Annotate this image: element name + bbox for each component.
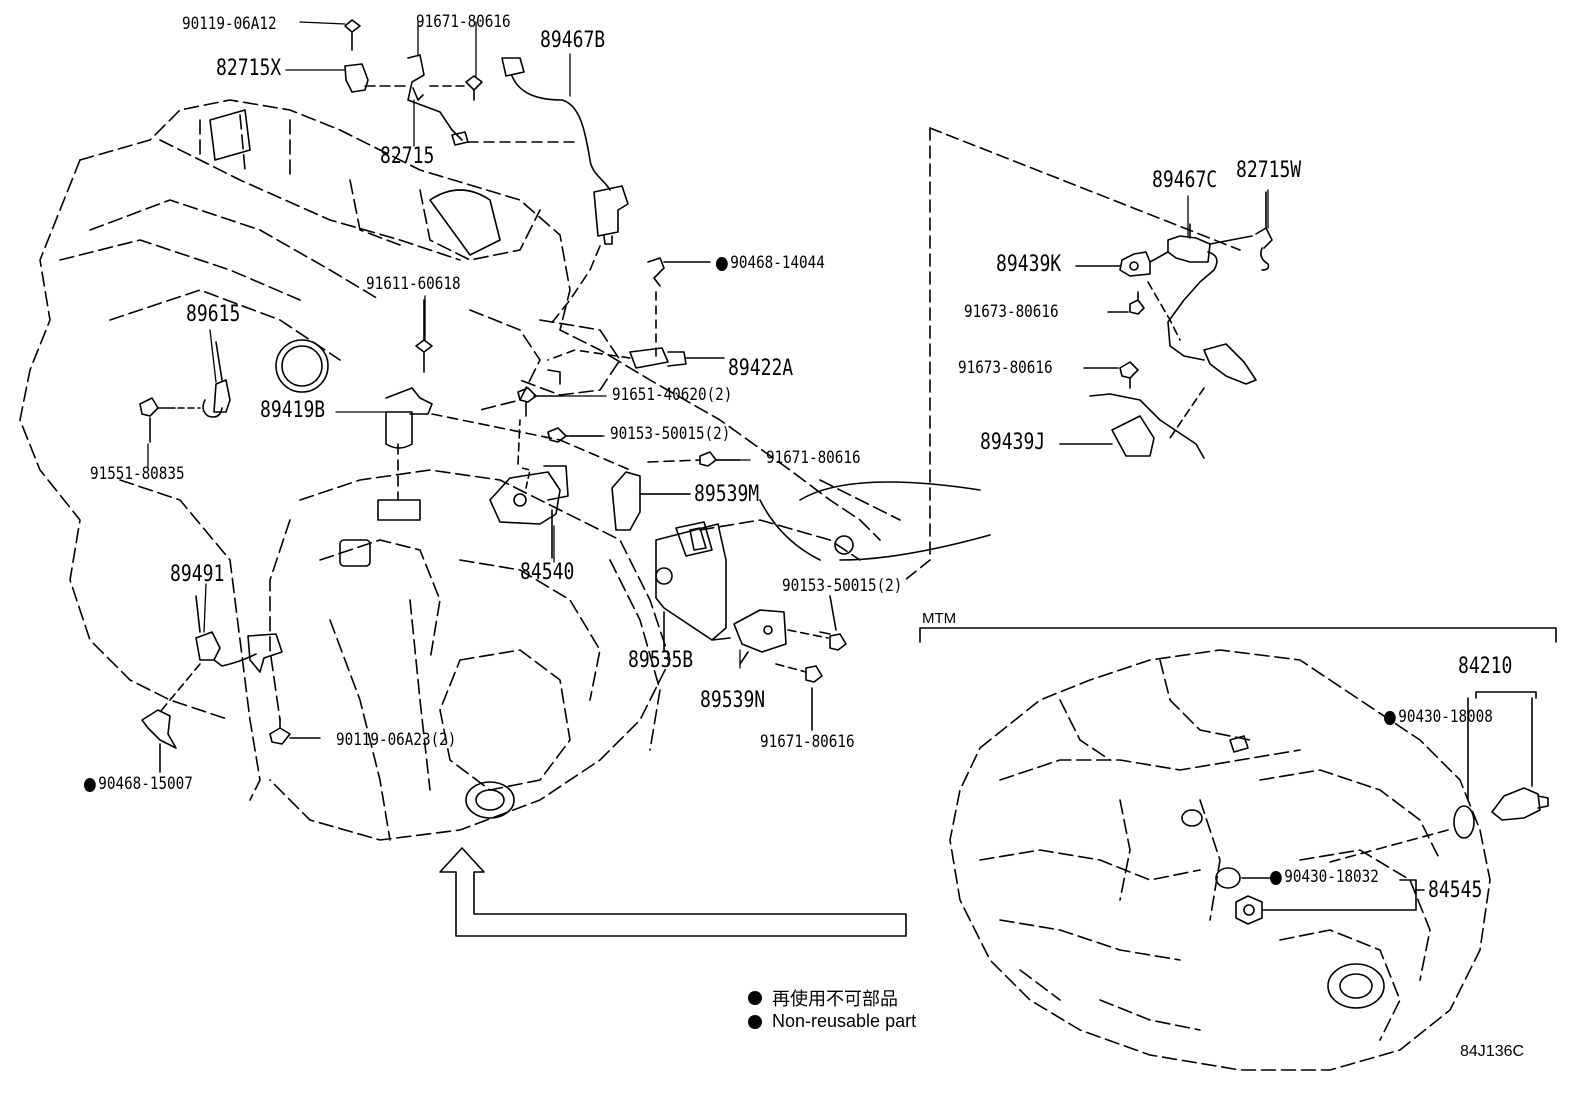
- label-89422A: 89422A: [728, 356, 794, 381]
- non-reusable-dot: [1384, 710, 1396, 725]
- detail-callout-frame: [904, 127, 1241, 581]
- label-89535B: 89535B: [628, 648, 694, 673]
- label-89491: 89491: [170, 562, 225, 587]
- sensor-89419B-group: [377, 299, 561, 521]
- label-90430-18032: 90430-18032: [1270, 869, 1379, 886]
- label-91673-80616-b: 91673-80616: [958, 358, 1053, 378]
- label-89539M: 89539M: [694, 482, 760, 507]
- label-91673-80616-a: 91673-80616: [964, 302, 1059, 322]
- section-label-mtm: MTM: [922, 610, 957, 627]
- engine-assembly: [19, 99, 901, 841]
- label-90468-15007-text: 90468-15007: [98, 774, 193, 794]
- ecu-89535B-group: [655, 521, 847, 731]
- label-90119-06A23: 90119-06A23(2): [336, 730, 457, 750]
- legend-text-english: Non-reusable part: [772, 1011, 917, 1031]
- label-84540: 84540: [520, 560, 575, 585]
- non-reusable-dot: [84, 777, 96, 792]
- label-89439K: 89439K: [996, 252, 1062, 277]
- label-89419B: 89419B: [260, 398, 326, 423]
- label-91551-80835: 91551-80835: [90, 464, 185, 484]
- label-91611-60618: 91611-60618: [366, 274, 461, 294]
- label-89439J: 89439J: [980, 430, 1046, 455]
- label-82715W: 82715W: [1236, 158, 1302, 183]
- label-84210: 84210: [1458, 654, 1513, 679]
- mtm-details: [1181, 691, 1549, 1009]
- label-90430-18032-text: 90430-18032: [1284, 867, 1379, 887]
- label-90468-15007: 90468-15007: [84, 776, 193, 793]
- label-89467C: 89467C: [1152, 168, 1218, 193]
- detail-panel-parts: [1059, 191, 1273, 459]
- non-reusable-dot: [748, 1014, 762, 1029]
- label-91651-40620: 91651-40620(2): [612, 385, 733, 405]
- view-direction-arrow: [439, 847, 907, 937]
- label-90153-50015-b: 90153-50015(2): [782, 576, 903, 596]
- legend-text-japanese: 再使用不可部品: [772, 989, 898, 1009]
- label-90153-50015-a: 90153-50015(2): [610, 424, 731, 444]
- drawing-code: 84J136C: [1460, 1043, 1525, 1060]
- label-90430-18008: 90430-18008: [1384, 709, 1493, 726]
- legend-item-english: Non-reusable part: [748, 1011, 916, 1032]
- label-89539N: 89539N: [700, 688, 766, 713]
- non-reusable-dot: [1270, 870, 1282, 885]
- label-84545: 84545: [1428, 878, 1483, 903]
- exhaust-pipe: [759, 481, 991, 561]
- non-reusable-dot: [716, 256, 728, 271]
- label-82715X: 82715X: [216, 56, 282, 81]
- non-reusable-dot: [748, 991, 762, 1005]
- label-90430-18008-text: 90430-18008: [1398, 707, 1493, 727]
- label-90119-06A12: 90119-06A12: [182, 14, 277, 34]
- sensor-89422A-group: [547, 257, 725, 385]
- label-91671-80616-low: 91671-80616: [760, 732, 855, 752]
- legend-item-japanese: 再使用不可部品: [748, 985, 898, 1011]
- label-90468-14044-text: 90468-14044: [730, 253, 825, 273]
- label-89615: 89615: [186, 302, 241, 327]
- sensor-89491-group: [141, 595, 321, 773]
- label-91671-80616-top: 91671-80616: [416, 12, 511, 32]
- label-91671-80616-mid: 91671-80616: [766, 448, 861, 468]
- engine-details: [209, 109, 515, 819]
- label-90468-14044: 90468-14044: [716, 255, 825, 272]
- label-82715: 82715: [380, 144, 435, 169]
- mtm-transmission: [949, 649, 1491, 1071]
- label-89467B: 89467B: [540, 28, 606, 53]
- leader-lines: [147, 21, 1269, 669]
- top-sensor-parts: [344, 19, 629, 326]
- ecu-bracket-hardware: [517, 387, 741, 531]
- switch-84540-group: [489, 419, 569, 559]
- mtm-bracket: [919, 627, 1557, 643]
- sensor-89615-group: [139, 341, 231, 443]
